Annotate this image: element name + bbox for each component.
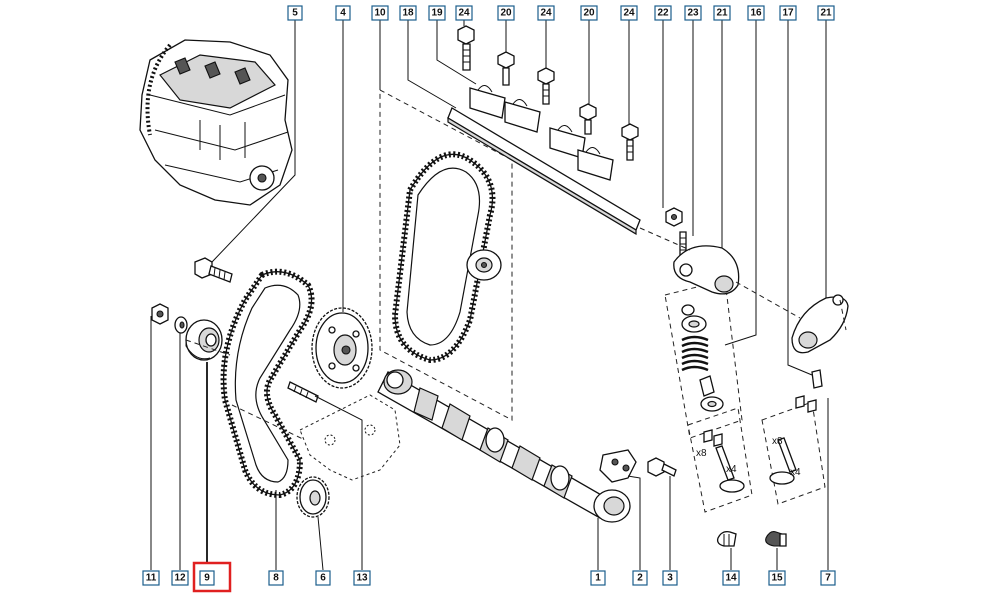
belt-kit-frame (379, 89, 513, 421)
part-label-23[interactable]: 23 (684, 5, 702, 21)
part-label-16[interactable]: 16 (747, 5, 765, 21)
svg-text:16: 16 (750, 8, 762, 19)
timing-belt-lower (220, 268, 315, 499)
crankshaft-sprocket (296, 476, 330, 518)
rocker-bolt-3 (537, 67, 555, 105)
svg-text:8: 8 (273, 573, 279, 584)
part-label-3[interactable]: 3 (662, 570, 678, 586)
svg-text:9: 9 (204, 573, 210, 584)
intake-valve (703, 429, 745, 493)
part-label-24c[interactable]: 24 (620, 5, 638, 21)
part-label-24b[interactable]: 24 (537, 5, 555, 21)
svg-text:4: 4 (340, 8, 346, 19)
part-label-14[interactable]: 14 (722, 570, 740, 586)
part-label-19[interactable]: 19 (428, 5, 446, 21)
svg-text:21: 21 (716, 8, 728, 19)
exhaust-adjuster (811, 369, 823, 389)
thrust-plate-bolt (647, 457, 677, 477)
exhaust-valve-group-frame (761, 401, 826, 505)
top-labels: 5 4 10 18 19 24 20 24 20 24 22 23 21 16 … (287, 5, 835, 21)
part-label-20a[interactable]: 20 (497, 5, 515, 21)
timing-belt-upper (391, 151, 496, 364)
part-label-7[interactable]: 7 (820, 570, 836, 586)
valve-spring-group-frame (664, 279, 743, 439)
svg-text:11: 11 (146, 573, 157, 584)
rocker-bolt-1 (457, 25, 475, 71)
svg-text:24: 24 (623, 8, 635, 19)
svg-text:6: 6 (320, 573, 326, 584)
part-label-8[interactable]: 8 (268, 570, 284, 586)
svg-text:24: 24 (458, 8, 470, 19)
svg-text:5: 5 (292, 8, 298, 19)
intake-upper-qty: x8 (696, 448, 707, 459)
svg-text:20: 20 (500, 8, 512, 19)
cover-stud (287, 381, 319, 403)
belt-tensioner-roller (466, 249, 502, 281)
svg-text:7: 7 (825, 573, 831, 584)
engine-overview-illustration (139, 39, 293, 206)
part-label-10[interactable]: 10 (371, 5, 389, 21)
svg-text:24: 24 (540, 8, 552, 19)
svg-text:17: 17 (782, 8, 794, 19)
part-label-1[interactable]: 1 (590, 570, 606, 586)
part-label-20b[interactable]: 20 (580, 5, 598, 21)
part-label-12[interactable]: 12 (171, 570, 189, 586)
part-label-4[interactable]: 4 (335, 5, 351, 21)
bottom-labels: 11 12 9 8 6 13 1 2 3 14 15 7 (142, 561, 836, 593)
svg-text:23: 23 (687, 8, 699, 19)
rocker-bolt-5 (621, 123, 639, 161)
tensioner-washer (174, 316, 188, 334)
tensioner-pulley (185, 319, 223, 361)
valve-spring-assembly (681, 304, 724, 412)
rocker-bolt-2 (497, 51, 515, 86)
intake-lower-qty: x4 (726, 464, 737, 475)
svg-text:19: 19 (431, 8, 443, 19)
camshaft-thrust-plate (599, 449, 637, 483)
leader-lines (150, 20, 847, 571)
part-label-9[interactable]: 9 (199, 570, 215, 586)
svg-text:3: 3 (667, 573, 673, 584)
svg-text:18: 18 (402, 8, 414, 19)
selected-part-highlight (192, 561, 232, 593)
rocker-bolt-4 (579, 103, 597, 135)
intake-stem-seal (716, 530, 737, 547)
camshaft-sprocket (311, 307, 373, 389)
intake-valve-group-frame (687, 407, 753, 513)
rocker-shaft (447, 85, 641, 236)
rocker-arm-exhaust (791, 294, 849, 354)
svg-text:12: 12 (174, 573, 186, 584)
svg-text:2: 2 (637, 573, 643, 584)
part-label-5[interactable]: 5 (287, 5, 303, 21)
exhaust-upper-qty: x8 (772, 436, 783, 447)
part-label-15[interactable]: 15 (768, 570, 786, 586)
camshaft (377, 369, 631, 523)
exhaust-valve (769, 395, 817, 485)
svg-text:21: 21 (820, 8, 832, 19)
svg-text:20: 20 (583, 8, 595, 19)
part-label-6[interactable]: 6 (315, 570, 331, 586)
svg-text:15: 15 (771, 573, 783, 584)
exhaust-lower-qty: x4 (790, 467, 801, 478)
svg-text:22: 22 (657, 8, 669, 19)
tensioner-stud (194, 257, 233, 283)
rocker-arm-intake (673, 245, 740, 295)
part-label-24a[interactable]: 24 (455, 5, 473, 21)
adjuster-nut (665, 207, 683, 227)
part-label-2[interactable]: 2 (632, 570, 648, 586)
part-label-17[interactable]: 17 (779, 5, 797, 21)
svg-text:1: 1 (595, 573, 601, 584)
part-label-22[interactable]: 22 (654, 5, 672, 21)
svg-text:14: 14 (725, 573, 737, 584)
part-label-18[interactable]: 18 (399, 5, 417, 21)
part-label-21a[interactable]: 21 (713, 5, 731, 21)
part-label-13[interactable]: 13 (353, 570, 371, 586)
part-label-21b[interactable]: 21 (817, 5, 835, 21)
tensioner-nut (151, 303, 169, 325)
exhaust-stem-seal (765, 531, 787, 547)
svg-text:13: 13 (356, 573, 368, 584)
svg-text:10: 10 (374, 8, 386, 19)
part-label-11[interactable]: 11 (142, 570, 160, 586)
timing-cover-outline (299, 394, 401, 481)
